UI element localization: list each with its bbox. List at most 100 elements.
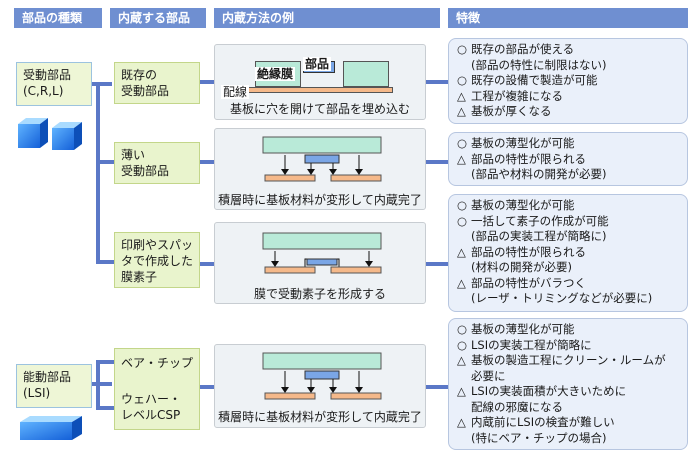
category-active-line1: 能動部品: [23, 370, 72, 384]
feature-line: 配線の邪魔になる: [457, 400, 679, 416]
feature-text: 工程が複雑になる: [471, 88, 563, 103]
circle-mark-icon: ○: [457, 213, 468, 228]
triangle-mark-icon: △: [457, 244, 466, 259]
feature-text: 部品の特性が限られる: [471, 151, 586, 166]
feature-text: 部品の特性が限られる: [471, 244, 586, 259]
feature-line: ○基板の薄型化が可能: [457, 198, 679, 214]
circle-mark-icon: ○: [457, 198, 468, 212]
part-wlcsp-line1: ウェハー・: [121, 392, 182, 406]
part-thin-line2: 受動部品: [121, 164, 170, 178]
feature-text: 部品の特性がバラつく: [471, 275, 586, 290]
category-passive: 受動部品 (C,R,L): [16, 62, 92, 106]
header-embedded-part: 内蔵する部品: [110, 8, 206, 28]
feature-text: 内蔵前にLSIの検査が難しい: [471, 415, 615, 429]
connector-lsi-b-h: [96, 406, 114, 410]
method-printed: 膜で受動素子を形成する: [214, 222, 426, 304]
feature-line: ○LSIの実装工程が簡略に: [457, 338, 679, 354]
connector-existing-f: [426, 80, 448, 84]
connector-existing-m: [200, 80, 214, 84]
lsi-chip-icon: [20, 416, 82, 440]
circle-mark-icon: ○: [457, 136, 468, 150]
part-thin-line1: 薄い: [121, 148, 146, 162]
feature-text: 基板の製造工程にクリーン・ルームが: [471, 353, 666, 367]
category-passive-line2: (C,R,L): [23, 84, 64, 98]
part-wlcsp-line2: レベルCSP: [121, 408, 181, 422]
feature-line: (レーザ・トリミングなどが必要に): [457, 291, 679, 307]
connector-lsi-a-h: [96, 360, 114, 364]
feature-text: LSIの実装面積が大きいために: [471, 384, 627, 398]
feature-text: 一括して素子の作成が可能: [471, 213, 609, 228]
feature-line: (材料の開発が必要): [457, 260, 679, 276]
method-printed-caption: 膜で受動素子を形成する: [253, 287, 386, 301]
feature-text: 既存の設備で製造が可能: [471, 73, 598, 87]
part-bare-chip: ベア・チップ: [121, 356, 194, 370]
insulator-label: 絶縁膜: [255, 67, 296, 81]
feature-line: △ 部品の特性が限られる: [457, 152, 679, 168]
part-existing-line2: 受動部品: [121, 84, 170, 98]
feature-line: ○基板の薄型化が可能: [457, 322, 679, 338]
feature-text: (特にベア・チップの場合): [471, 430, 607, 445]
passive-component-icon: [18, 118, 82, 150]
header-features: 特徴: [448, 8, 688, 28]
feature-text: 基板の薄型化が可能: [471, 198, 575, 212]
feature-text: 配線の邪魔になる: [471, 399, 563, 414]
printed-diagram: [262, 232, 382, 274]
feature-line: △ 基板の製造工程にクリーン・ルームが: [457, 353, 679, 369]
substrate-right: [343, 61, 389, 87]
feature-text: (部品の実装工程が簡略に): [471, 229, 607, 243]
feature-line: △ 工程が複雑になる: [457, 89, 679, 105]
feature-text: (部品の特性に制限はない): [471, 57, 607, 72]
connector-thin-m: [200, 160, 214, 164]
feature-text: 基板の薄型化が可能: [471, 136, 575, 150]
part-lsi: ベア・チップ ウェハー・ レベルCSP: [114, 348, 200, 430]
method-existing-caption: 基板に穴を開けて部品を埋め込む: [229, 102, 410, 116]
category-active-line2: (LSI): [23, 386, 51, 400]
part-existing-line1: 既存の: [121, 68, 158, 82]
feature-line: ○基板の薄型化が可能: [457, 136, 679, 152]
circle-mark-icon: ○: [457, 337, 468, 352]
feature-line: ○既存の部品が使える: [457, 42, 679, 58]
feature-line: △ 部品の特性が限られる: [457, 245, 679, 261]
category-passive-line1: 受動部品: [23, 68, 72, 82]
feature-line: △ LSIの実装面積が大きいために: [457, 384, 679, 400]
circle-mark-icon: ○: [457, 322, 468, 336]
feature-text: 基板が厚くなる: [471, 104, 552, 118]
triangle-mark-icon: △: [457, 104, 466, 118]
header-part-type: 部品の種類: [14, 8, 102, 28]
feature-line: △ 基板が厚くなる: [457, 104, 679, 120]
features-existing: ○既存の部品が使える(部品の特性に制限はない)○既存の設備で製造が可能 △ 工程が複…: [448, 38, 688, 124]
feature-line: △部品の特性がバラつく: [457, 276, 679, 292]
method-lsi: 積層時に基板材料が変形して内蔵完了: [214, 344, 426, 428]
feature-line: (特にベア・チップの場合): [457, 431, 679, 447]
feature-text: (レーザ・トリミングなどが必要に): [471, 291, 653, 305]
thin-diagram: [262, 136, 382, 182]
method-existing: 絶縁膜 部品 配線 基板に穴を開けて部品を埋め込む: [214, 44, 426, 120]
connector-active-h: [90, 382, 112, 386]
feature-text: LSIの実装工程が簡略に: [471, 337, 592, 352]
feature-line: ○一括して素子の作成が可能: [457, 214, 679, 230]
method-lsi-caption: 積層時に基板材料が変形して内蔵完了: [218, 410, 422, 424]
method-thin: 積層時に基板材料が変形して内蔵完了: [214, 128, 426, 210]
part-printed-line1: 印刷やスパッ: [121, 238, 194, 252]
connector-active-v: [96, 360, 100, 410]
feature-line: (部品の実装工程が簡略に): [457, 229, 679, 245]
triangle-mark-icon: △: [457, 88, 466, 103]
lsi-diagram: [262, 352, 382, 400]
feature-text: (材料の開発が必要): [471, 260, 572, 274]
features-thin: ○基板の薄型化が可能△部品の特性が限られる(部品や材料の開発が必要): [448, 132, 688, 186]
wiring-layer: [243, 87, 393, 93]
feature-line: (部品の特性に制限はない): [457, 58, 679, 74]
connector-printed-m: [200, 262, 214, 266]
connector-printed-f: [426, 262, 448, 266]
connector-thin-h: [96, 160, 114, 164]
triangle-mark-icon: △: [457, 384, 466, 398]
category-active: 能動部品 (LSI): [16, 364, 92, 408]
feature-line: △内蔵前にLSIの検査が難しい: [457, 415, 679, 431]
triangle-mark-icon: △: [457, 353, 466, 367]
circle-mark-icon: ○: [457, 73, 468, 87]
triangle-mark-icon: △: [457, 151, 466, 166]
feature-line: 必要に: [457, 369, 679, 385]
part-thin: 薄い 受動部品: [114, 142, 200, 184]
part-printed-line2: タで作成した: [121, 254, 194, 268]
feature-text: 必要に: [471, 368, 506, 383]
